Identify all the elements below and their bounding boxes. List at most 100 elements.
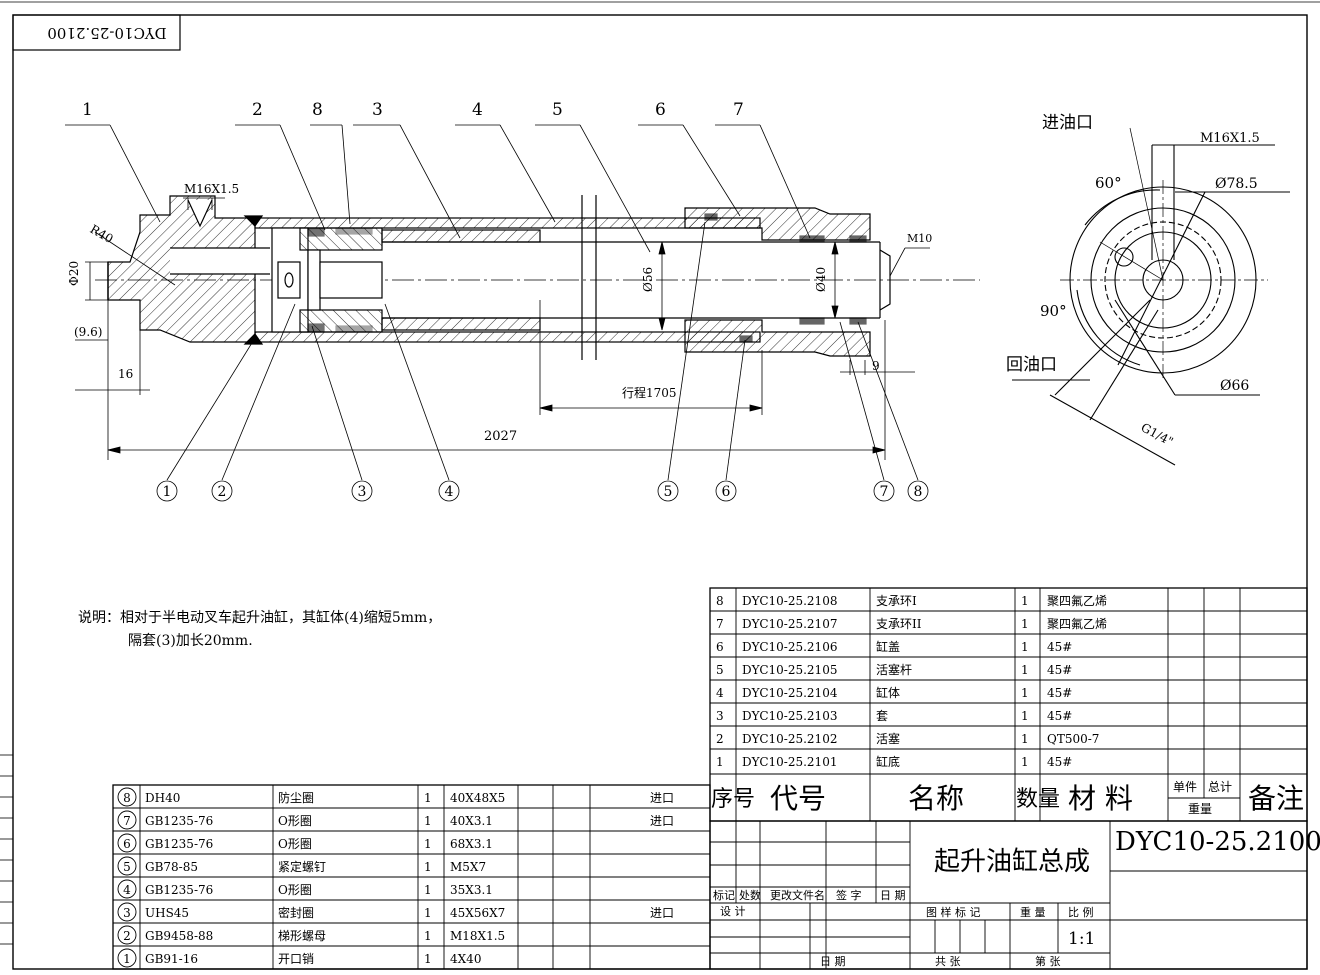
bom-right-material: 45#	[1047, 709, 1072, 723]
svg-text:图 样 标 记: 图 样 标 记	[926, 905, 981, 919]
bom-right-material: 聚四氟乙烯	[1047, 594, 1107, 608]
bom-left-name: O形圈	[278, 837, 312, 851]
bom-left-no: 6	[123, 837, 131, 851]
bom-right-no: 4	[716, 686, 724, 700]
bom-left-qty: 1	[424, 837, 432, 851]
bom-right-material: 45#	[1047, 663, 1072, 677]
bom-left-no-circle	[117, 948, 137, 968]
bom-right-material: 45#	[1047, 686, 1072, 700]
bom-left-name: 梯形螺母	[278, 929, 326, 943]
bom-left-name: 开口销	[278, 952, 314, 966]
svg-text:第 张: 第 张	[1035, 954, 1061, 968]
bom-left-qty: 1	[424, 883, 432, 897]
bom-right-code: DYC10-25.2101	[742, 755, 837, 769]
svg-text:6: 6	[655, 100, 666, 120]
bom-right-no: 2	[716, 732, 724, 746]
svg-text:共 张: 共 张	[935, 955, 961, 968]
bottom-callout-numbers: 1 2 3 4 5 6 7 8	[163, 484, 923, 500]
bom-right-code: DYC10-25.2103	[742, 709, 837, 723]
bom-right-name: 支承环I	[876, 594, 917, 608]
bom-left-no-circle	[117, 856, 137, 876]
bom-left-code: GB1235-76	[145, 814, 213, 828]
bom-left-code: GB9458-88	[145, 929, 213, 943]
bom-left-code: GB1235-76	[145, 837, 213, 851]
drawing-number: DYC10-25.2100	[1115, 827, 1320, 857]
end-view-angle60: 60°	[1095, 174, 1122, 192]
svg-text:标记: 标记	[713, 888, 735, 902]
bom-left-qty: 1	[424, 791, 432, 805]
bom-right-no: 8	[716, 594, 724, 608]
bom-left-spec: 40X3.1	[450, 814, 493, 828]
svg-text:7: 7	[880, 484, 889, 500]
cylinder-section-view	[95, 195, 980, 360]
bom-right-qty: 1	[1021, 755, 1029, 769]
bom-left-note: 进口	[650, 814, 674, 828]
dim-m16-left: M16X1.5	[184, 182, 239, 196]
note-line-2: 隔套(3)加长20mm.	[128, 633, 253, 649]
bom-left-spec: 45X56X7	[450, 906, 505, 920]
end-view-angle90: 90°	[1040, 302, 1067, 320]
bom-right-qty: 1	[1021, 732, 1029, 746]
bom-right-qty: 1	[1021, 594, 1029, 608]
bom-right-qty: 1	[1021, 663, 1029, 677]
svg-text:8: 8	[312, 100, 323, 120]
dim-96: (9.6)	[74, 325, 102, 339]
bom-right-no: 6	[716, 640, 724, 654]
bom-left-code: GB78-85	[145, 860, 198, 874]
bom-left-no-circle	[117, 902, 137, 922]
bom-right-name: 套	[876, 709, 888, 723]
dim-phi40: Ø40	[814, 267, 828, 292]
bom-right-code: DYC10-25.2105	[742, 663, 837, 677]
bom-left-note: 进口	[650, 906, 674, 920]
end-view-d785-label: Ø78.5	[1215, 176, 1258, 192]
bom-left-no-circle	[117, 925, 137, 945]
bom-left-spec: 68X3.1	[450, 837, 493, 851]
svg-text:重量: 重量	[1188, 802, 1212, 816]
bom-right-no: 5	[716, 663, 724, 677]
bom-right-code: DYC10-25.2106	[742, 640, 837, 654]
svg-text:名称: 名称	[908, 782, 964, 815]
svg-text:总计: 总计	[1208, 780, 1232, 794]
dim-phi20: Φ20	[67, 261, 81, 286]
left-margin-ticks	[0, 754, 13, 945]
bom-left-name: O形圈	[278, 814, 312, 828]
drawing-title: 起升油缸总成	[934, 847, 1090, 877]
bom-left-spec: 40X48X5	[450, 791, 505, 805]
bom-right-qty: 1	[1021, 640, 1029, 654]
svg-text:4: 4	[472, 100, 483, 120]
svg-text:1: 1	[163, 484, 172, 500]
svg-text:签 字: 签 字	[836, 888, 862, 902]
bom-left-name: 防尘圈	[278, 790, 314, 805]
bom-right-name: 缸底	[876, 754, 900, 769]
title-block-text: 起升油缸总成 DYC10-25.2100 1:1 标记 处数 更改文件名 签 字…	[713, 827, 1320, 968]
bom-right-name: 缸盖	[876, 639, 900, 654]
svg-text:5: 5	[664, 484, 673, 500]
end-view-inlet-label: 进油口	[1042, 113, 1093, 133]
end-view-d66-label: Ø66	[1220, 378, 1249, 394]
svg-text:5: 5	[552, 100, 563, 120]
bom-left-no-circle	[117, 810, 137, 830]
bottom-callout-leaders	[156, 221, 929, 502]
svg-text:材 料: 材 料	[1068, 782, 1133, 815]
bom-left-no: 2	[123, 929, 131, 943]
bom-right-no: 1	[716, 755, 724, 769]
bom-left-code: GB91-16	[145, 952, 198, 966]
end-view-thread-label: M16X1.5	[1200, 131, 1260, 146]
bom-right-code: DYC10-25.2107	[742, 617, 837, 631]
bom-left-spec: 4X40	[450, 952, 481, 966]
end-view-outlet-label: 回油口	[1006, 355, 1057, 375]
bom-right-code: DYC10-25.2108	[742, 594, 837, 608]
svg-text:3: 3	[372, 100, 383, 120]
bom-left-no-circle	[117, 833, 137, 853]
svg-text:处数: 处数	[739, 889, 761, 902]
dim-total-length: 2027	[484, 429, 517, 444]
bom-left-no: 1	[123, 952, 131, 966]
bom-left-qty: 1	[424, 814, 432, 828]
bom-right-header: 序号 代号 名称 数量 材 料 单件 总计 重量 备注	[711, 780, 1304, 816]
bom-left-name: O形圈	[278, 883, 312, 897]
svg-text:2: 2	[218, 484, 227, 500]
top-callout-numbers: 1 2 8 3 4 5 6 7	[82, 100, 744, 120]
bom-left-note: 进口	[650, 791, 674, 805]
svg-text:1: 1	[82, 100, 93, 120]
